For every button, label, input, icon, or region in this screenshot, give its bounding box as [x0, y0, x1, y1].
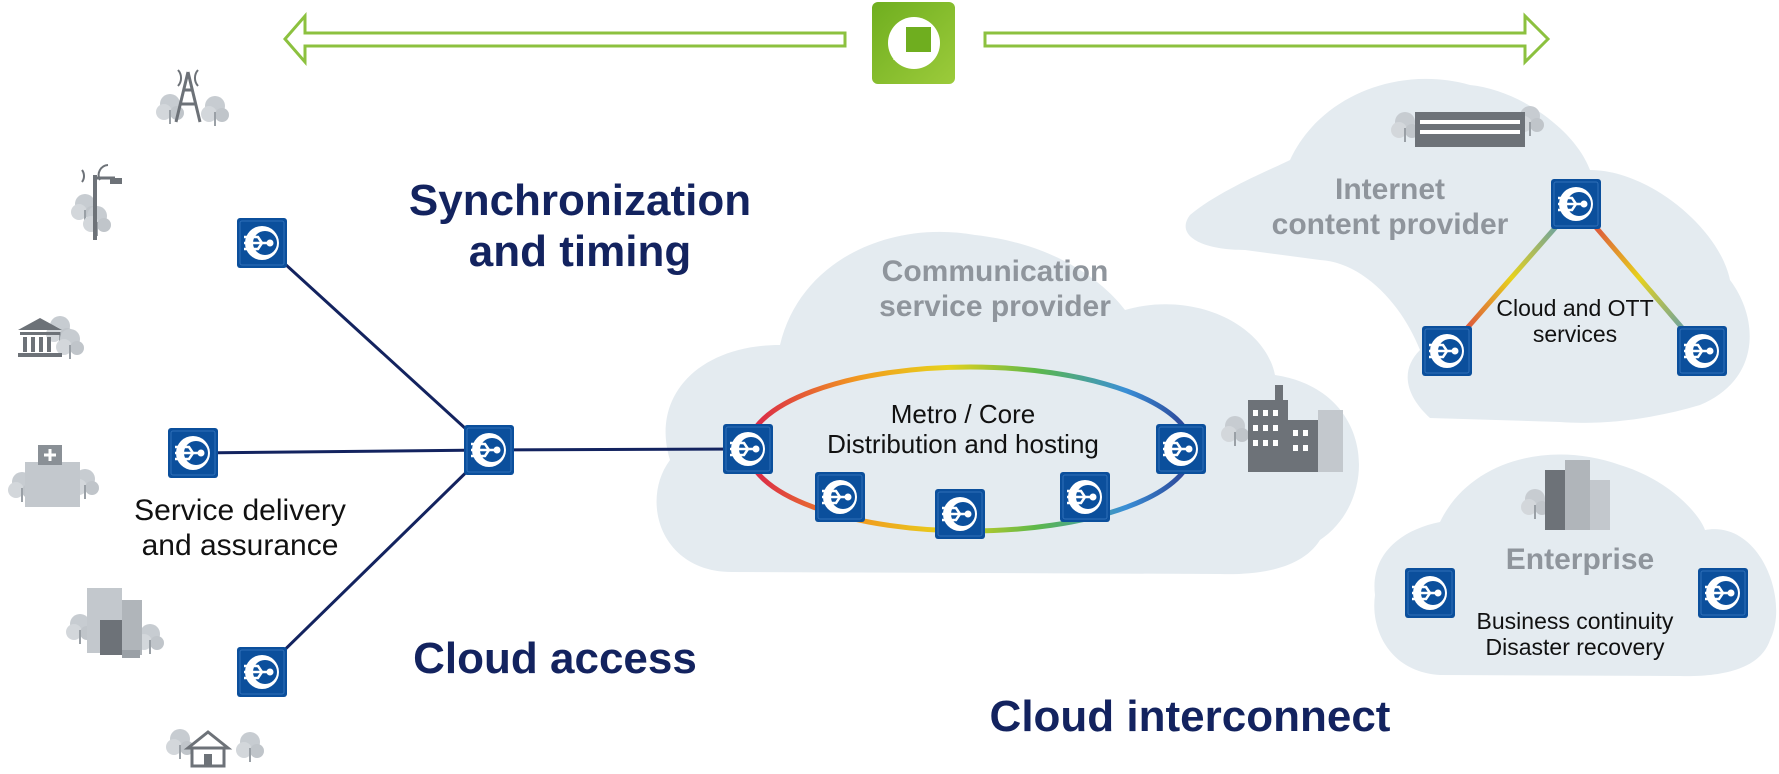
- business-continuity-label: Business continuity Disaster recovery: [1476, 608, 1674, 661]
- service-delivery-label: Service delivery and assurance: [134, 494, 346, 562]
- network-node-icon: [1549, 177, 1603, 231]
- street-light-icon: [70, 164, 122, 240]
- network-node-icon: [166, 426, 220, 480]
- network-node-icon: [1420, 324, 1474, 378]
- cloud-interconnect-title: Cloud interconnect: [989, 692, 1391, 741]
- cloud-access-title: Cloud access: [413, 634, 697, 683]
- access-links: [192, 241, 749, 674]
- cloud-ott-label: Cloud and OTT services: [1496, 295, 1654, 348]
- green-speech-bubble-logo: [872, 2, 955, 84]
- network-node-icon: [1696, 566, 1750, 620]
- network-node-icon: [721, 422, 775, 476]
- data-center-icon: [1390, 105, 1545, 147]
- csp-cloud-title: Communication service provider: [879, 255, 1111, 323]
- network-node-icon: [1154, 422, 1208, 476]
- network-node-icon: [933, 487, 987, 541]
- enterprise-cloud: [1374, 454, 1777, 677]
- enterprise-building-icon: [1520, 460, 1610, 530]
- network-node-icon: [1058, 470, 1112, 524]
- network-node-icon: [462, 423, 516, 477]
- office-building-icon: [65, 588, 165, 658]
- network-node-icon: [1675, 324, 1729, 378]
- cell-tower-icon: [155, 69, 230, 127]
- house-icon: [165, 728, 265, 768]
- network-node-icon: [235, 645, 289, 699]
- network-node-icon: [1403, 566, 1457, 620]
- sync-timing-title: Synchronization and timing: [408, 176, 752, 276]
- network-node-icon: [235, 216, 289, 270]
- top-double-arrow: [283, 11, 1551, 67]
- bank-icon: [18, 315, 85, 360]
- icp-cloud-title: Internet content provider: [1271, 173, 1509, 241]
- metro-core-label: Metro / Core Distribution and hosting: [827, 399, 1099, 459]
- hospital-icon: [7, 445, 100, 507]
- icp-cloud: [1185, 78, 1750, 423]
- network-node-icon: [813, 470, 867, 524]
- enterprise-cloud-title: Enterprise: [1505, 543, 1655, 576]
- city-buildings-icon: [1220, 385, 1343, 472]
